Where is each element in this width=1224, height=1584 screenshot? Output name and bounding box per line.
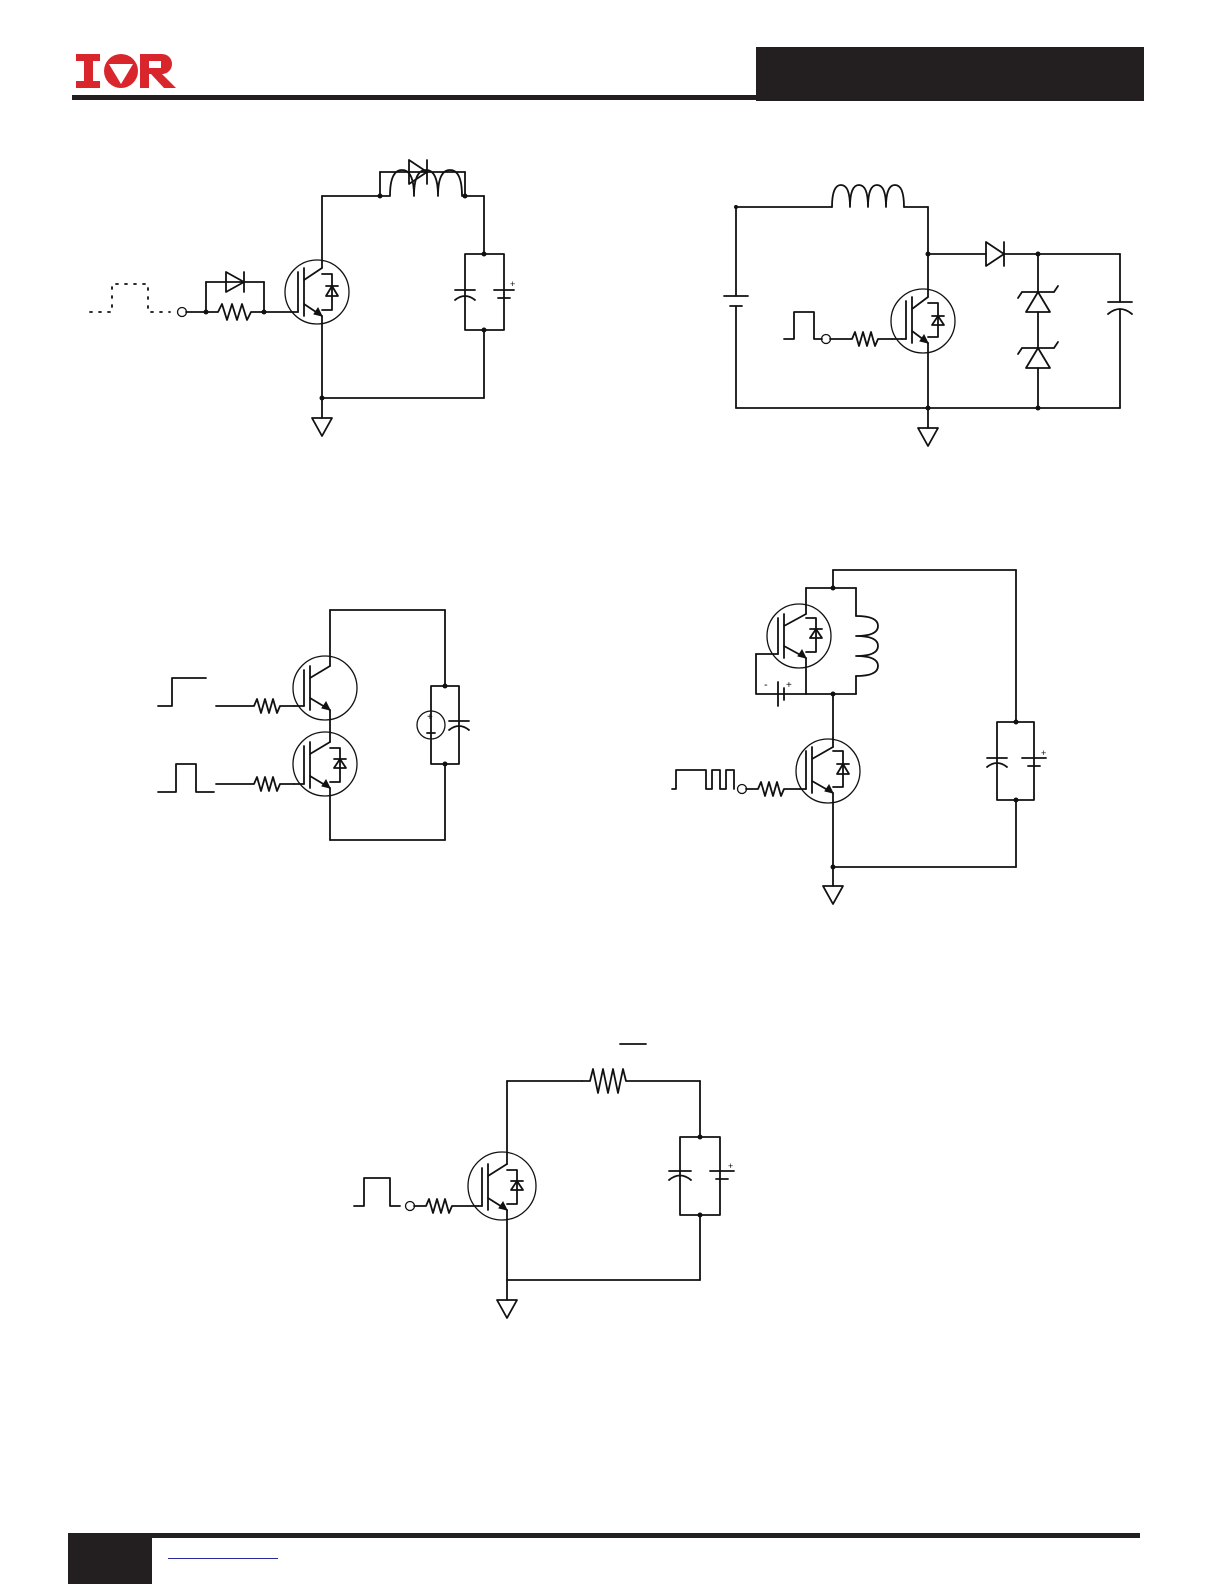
footer-link-underline[interactable] [168, 1558, 278, 1559]
dc-source [493, 289, 515, 299]
igbt-high [755, 587, 832, 695]
dc-source [1021, 757, 1047, 767]
bias-battery [777, 681, 785, 707]
svg-text:+: + [427, 712, 433, 723]
gate-resistor [215, 698, 295, 714]
dc-source [709, 1170, 735, 1180]
capacitor [448, 720, 470, 731]
freewheel-diode [333, 758, 347, 769]
footer-rule [68, 1533, 1140, 1538]
svg-text:+: + [728, 1161, 733, 1171]
zener-diode [1017, 285, 1059, 313]
igbt [890, 253, 956, 409]
freewheel-diode [809, 628, 823, 639]
inductor [379, 169, 466, 197]
dc-source [723, 295, 749, 307]
ground-symbol [822, 885, 844, 905]
circuit-figure-2 [712, 180, 1142, 460]
circuit-figure-4: - + + [666, 560, 1066, 910]
gate-resistor [205, 303, 265, 321]
freewheel-diode [325, 285, 339, 297]
diode [985, 241, 1005, 267]
svg-text:-: - [764, 679, 768, 691]
circuit-figure-5: + [350, 1040, 750, 1330]
circuit-figure-1: + [80, 150, 540, 450]
igbt [467, 1151, 537, 1281]
inductor [831, 184, 905, 208]
svg-text:+: + [786, 680, 792, 691]
igbt-low [795, 737, 861, 868]
gate-diode [225, 271, 245, 293]
pulse-source [353, 1177, 401, 1207]
inductor [855, 615, 879, 677]
pulse-source [783, 311, 823, 340]
ground-symbol [917, 427, 939, 447]
freewheel-diode [836, 763, 850, 775]
square-pulse-source [89, 283, 171, 313]
igbt-high [292, 609, 358, 733]
svg-text:+: + [510, 279, 515, 289]
current-source: + [416, 710, 446, 740]
igbt-low [292, 731, 358, 841]
header-rule [72, 95, 762, 100]
ground-symbol [496, 1299, 518, 1319]
capacitor [454, 289, 476, 301]
load-resistor [581, 1068, 701, 1094]
zener-diode [1017, 341, 1059, 369]
circuit-figure-3: + [150, 600, 490, 850]
pulse-train-source [671, 769, 735, 790]
freewheel-diode [931, 315, 945, 326]
gate-resistor [745, 781, 801, 797]
header-title-bar [756, 47, 1144, 101]
gate-resistor [215, 776, 295, 792]
ior-logo [76, 52, 180, 90]
capacitor [1107, 301, 1133, 315]
capacitor [986, 757, 1008, 768]
freewheel-diode [510, 1180, 524, 1191]
svg-text:+: + [1041, 748, 1046, 758]
step-source [157, 677, 207, 707]
footer-page-block [68, 1533, 152, 1584]
igbt [284, 195, 350, 399]
ground-symbol [311, 417, 333, 437]
gate-resistor [829, 331, 893, 347]
gate-resistor [413, 1198, 479, 1214]
pulse-source [157, 763, 215, 793]
capacitor [668, 1170, 692, 1181]
